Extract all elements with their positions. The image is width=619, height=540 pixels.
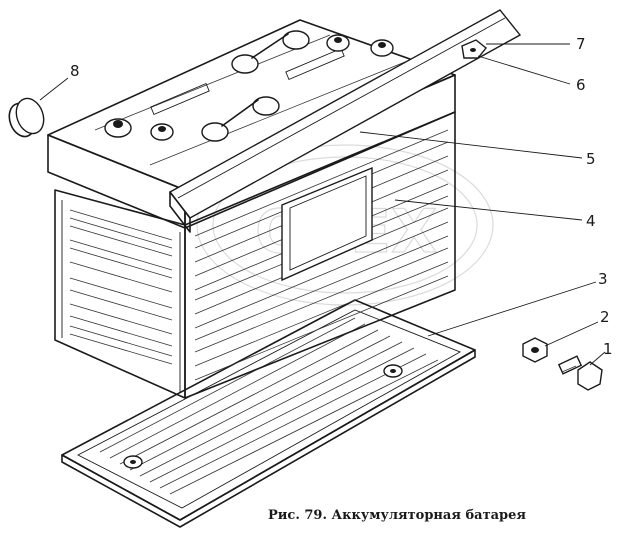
leader-lines [39, 43, 606, 366]
clamp-nut [461, 39, 487, 59]
callout-1: 1 [603, 340, 613, 358]
cell-connectors [201, 30, 310, 142]
callout-5: 5 [586, 150, 596, 168]
callouts: 7 6 5 4 3 2 1 8 [70, 35, 613, 358]
callout-8: 8 [70, 62, 80, 80]
callout-6: 6 [576, 76, 586, 94]
nut [522, 337, 548, 363]
battery-tray [61, 299, 476, 528]
filler-plug [150, 83, 210, 115]
terminal-posts [104, 34, 394, 141]
callout-2: 2 [600, 308, 610, 326]
callout-4: 4 [586, 212, 596, 230]
callout-7: 7 [576, 35, 586, 53]
terminal-cap [8, 97, 45, 138]
battery-case [54, 111, 456, 399]
callout-3: 3 [598, 270, 608, 288]
hold-down-bar [168, 9, 522, 233]
bolt [557, 355, 603, 391]
figure-caption: Рис. 79. Аккумуляторная батарея [268, 508, 527, 523]
